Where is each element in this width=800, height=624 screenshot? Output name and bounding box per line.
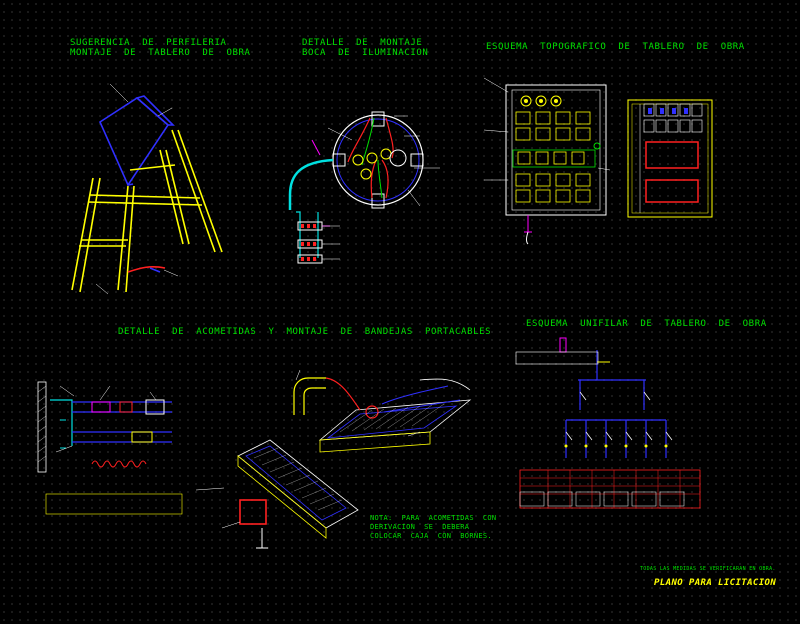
topographic-panel-drawing [505,84,713,245]
unifilar-note-box [515,351,599,365]
topographic-leaders [483,77,611,181]
title-boca-iluminacion: DETALLE DE MONTAJE BOCA DE ILUMINACION [302,38,429,58]
title-acometidas-bandejas: DETALLE DE ACOMETIDAS Y MONTAJE DE BANDE… [118,327,492,337]
acometidas-note-box [45,493,183,515]
junction-leaders [322,115,440,260]
acometidas-leaders [55,369,421,529]
title-esquema-topografico: ESQUEMA TOPOGRAFICO DE TABLERO DE OBRA [486,42,745,52]
easel-stand-drawing [71,95,223,293]
junction-box-drawing [288,111,424,264]
footer-plano-licitacion: PLANO PARA LICITACION [654,578,777,588]
nota-acometidas-derivacion: NOTA: PARA ACOMETIDAS CON DERIVACION SE … [370,514,497,540]
title-esquema-unifilar: ESQUEMA UNIFILAR DE TABLERO DE OBRA [526,319,767,329]
title-sugerencia-perfileria: SUGERENCIA DE PERFILERIA MONTAJE DE TABL… [70,38,250,58]
easel-leaders [95,83,179,295]
acometidas-drawing [37,377,472,549]
tray-mesh [253,403,445,511]
unifilar-drawing [519,337,701,509]
footer-medidas-note: TODAS LAS MEDIDAS SE VERIFICARAN EN OBRA… [640,566,776,572]
